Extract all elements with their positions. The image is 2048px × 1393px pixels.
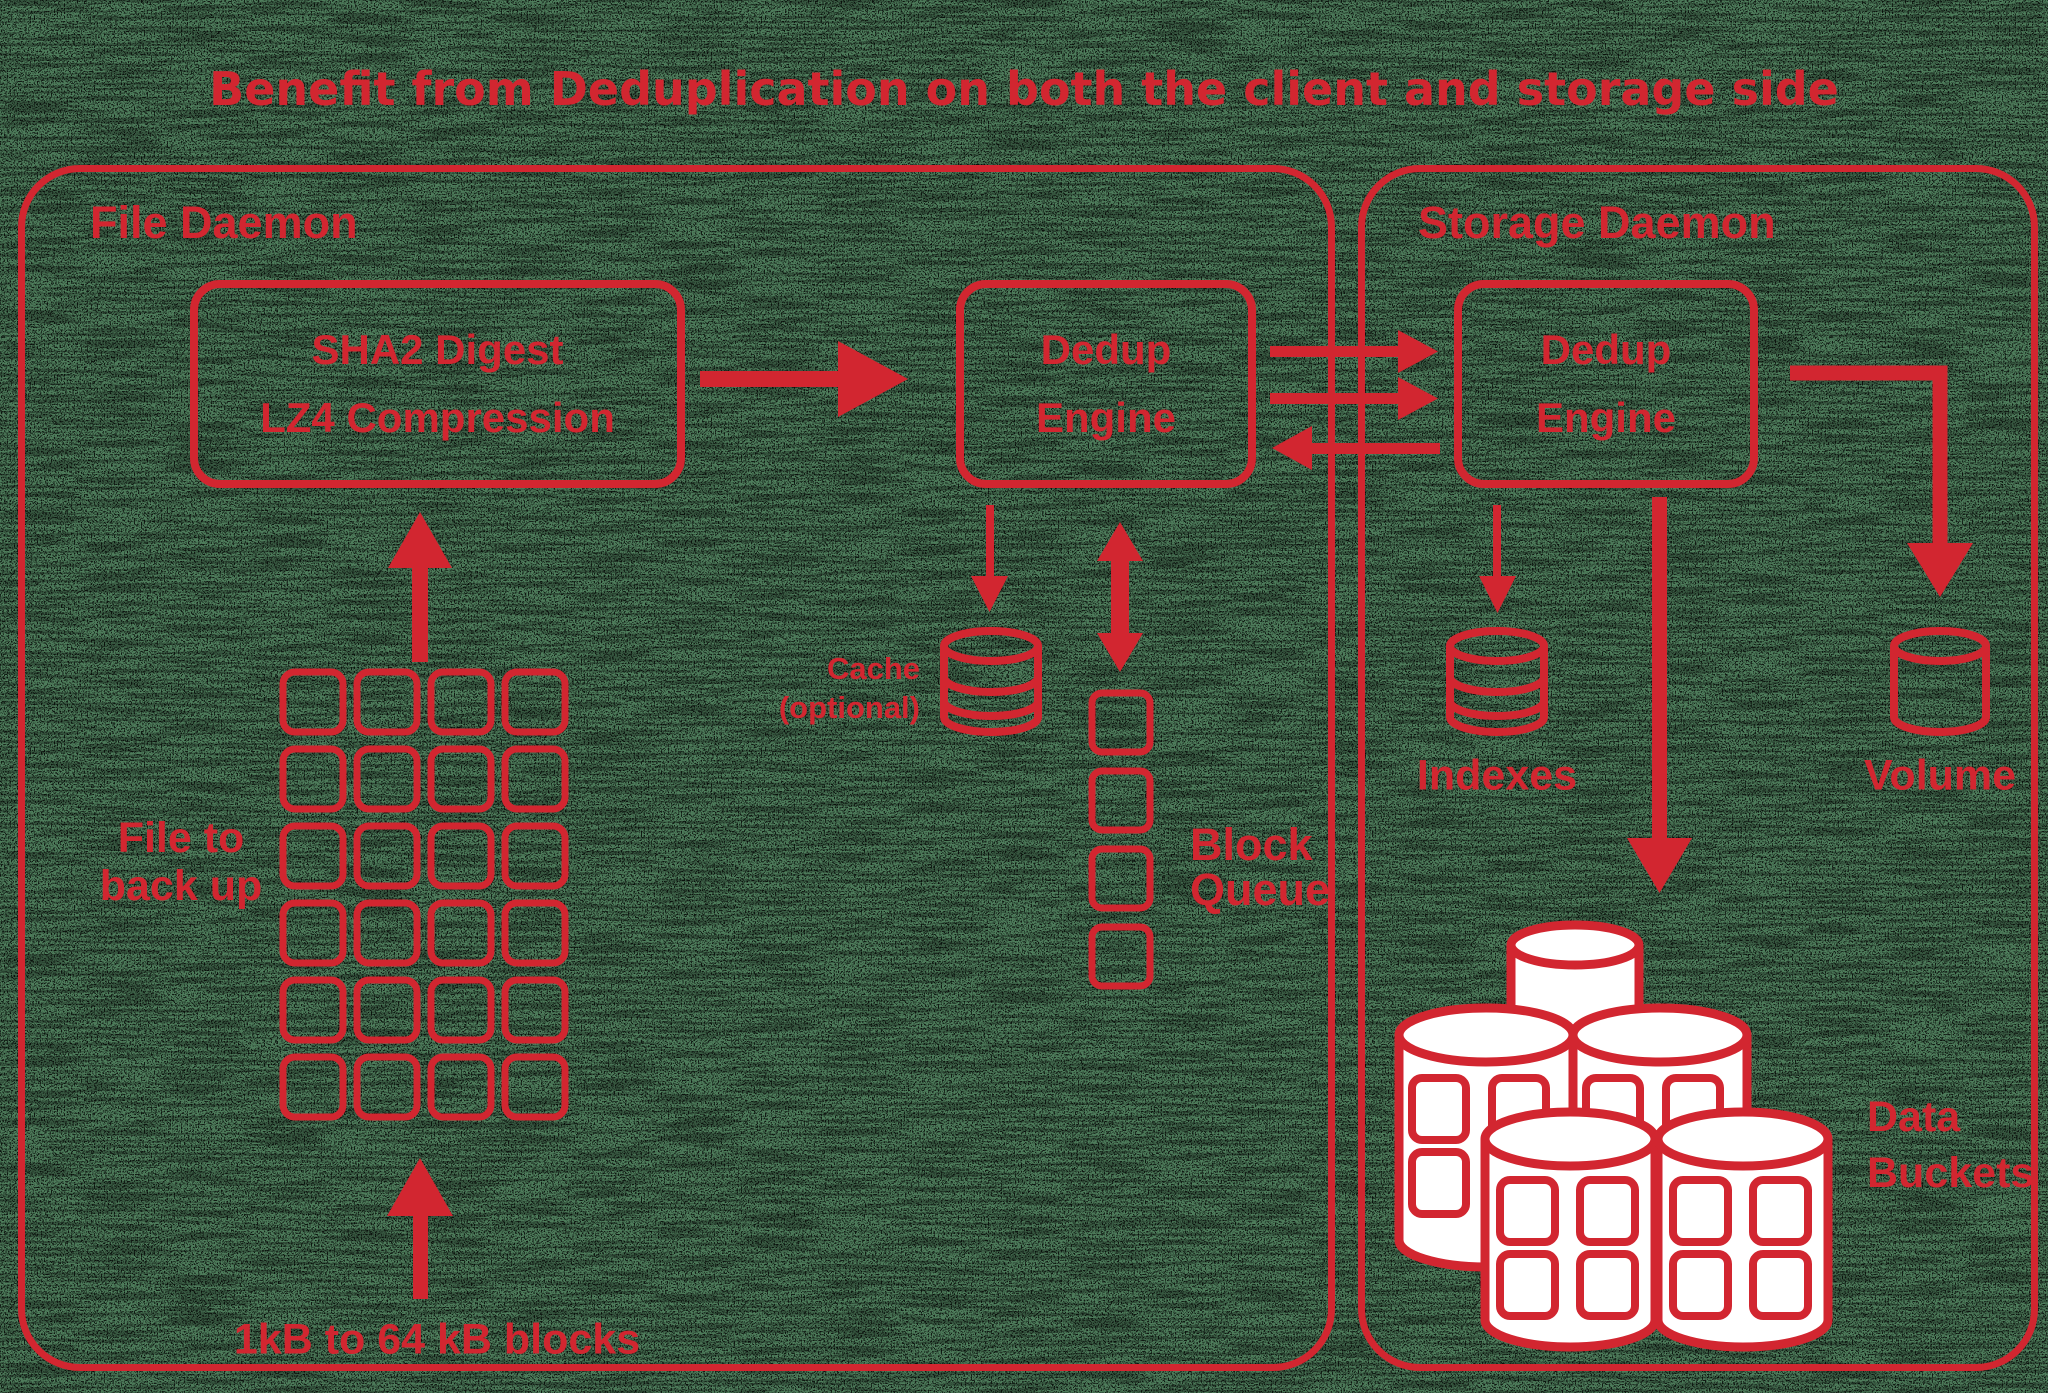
block-queue-label: Block Queue	[1190, 822, 1330, 912]
file-dedup-engine-node: Dedup Engine	[956, 280, 1256, 488]
arrow-dedup-queue-bidirectional-icon	[1097, 522, 1143, 672]
bucket-front-right	[1653, 1107, 1833, 1352]
arrow-grid-to-sha2-icon	[388, 512, 452, 662]
block-cell	[279, 822, 347, 890]
block-cell	[353, 745, 421, 813]
arrow-blocks-input-icon	[387, 1158, 453, 1299]
storage-daemon-label: Storage Daemon	[1418, 197, 1776, 248]
block-cell	[427, 1053, 495, 1121]
file-to-back-up-line2: back up	[99, 862, 263, 910]
block-cell	[279, 668, 347, 736]
queue-cell	[1088, 845, 1154, 912]
file-to-back-up-label: File to back up	[100, 814, 263, 910]
data-buckets-icon	[1394, 920, 1833, 1352]
arrow-fd-to-sd-middle-icon	[1270, 377, 1438, 420]
sha2-lz4-node: SHA2 Digest LZ4 Compression	[190, 280, 685, 488]
indexes-label: Indexes	[1416, 751, 1578, 800]
sha2-node-line1: SHA2 Digest	[311, 326, 564, 373]
data-buckets-label: Data Buckets	[1867, 1089, 2034, 1201]
page-title: Benefit from Deduplication on both the c…	[209, 62, 1839, 116]
storage-dedup-line2: Engine	[1535, 394, 1676, 441]
block-cell	[427, 976, 495, 1044]
block-cell	[353, 822, 421, 890]
indexes-database-icon	[1446, 627, 1548, 736]
block-cell	[279, 976, 347, 1044]
block-queue-label-line1: Block	[1190, 819, 1313, 870]
arrow-sha2-to-dedup-icon	[700, 341, 908, 417]
blocks-size-caption: 1kB to 64 kB blocks	[233, 1315, 641, 1364]
block-cell	[427, 668, 495, 736]
arrow-dedup-to-buckets-icon	[1627, 497, 1692, 893]
file-dedup-line2: Engine	[1035, 394, 1176, 441]
arrow-dedup-to-volume-icon	[1790, 365, 1973, 597]
block-cell	[353, 668, 421, 736]
cache-database-icon	[940, 627, 1042, 736]
block-cell	[501, 822, 569, 890]
file-daemon-label: File Daemon	[90, 197, 358, 248]
queue-cell	[1088, 689, 1154, 756]
queue-cell	[1088, 767, 1154, 834]
volume-cylinder-icon	[1890, 627, 1990, 736]
block-cell	[353, 1053, 421, 1121]
volume-label: Volume	[1863, 751, 2017, 800]
arrow-dedup-to-cache-icon	[971, 505, 1008, 612]
block-queue-icon	[1088, 689, 1154, 990]
file-blocks-grid	[279, 668, 569, 1121]
block-cell	[279, 745, 347, 813]
file-daemon-container	[18, 165, 1335, 1371]
block-queue-label-line2: Queue	[1190, 864, 1331, 915]
block-cell	[501, 1053, 569, 1121]
storage-daemon-container	[1358, 165, 2038, 1371]
file-dedup-line1: Dedup	[1040, 326, 1172, 373]
block-cell	[427, 822, 495, 890]
storage-dedup-engine-node: Dedup Engine	[1454, 280, 1758, 488]
block-cell	[501, 668, 569, 736]
queue-cell	[1088, 923, 1154, 990]
block-cell	[353, 976, 421, 1044]
sha2-node-line2: LZ4 Compression	[260, 394, 615, 441]
block-cell	[353, 899, 421, 967]
block-cell	[427, 899, 495, 967]
block-cell	[279, 1053, 347, 1121]
block-cell	[427, 745, 495, 813]
storage-dedup-line1: Dedup	[1540, 326, 1672, 373]
block-cell	[279, 899, 347, 967]
data-buckets-label-line2: Buckets	[1867, 1149, 2035, 1197]
cache-label: Cache (optional)	[779, 649, 920, 727]
cache-label-line2: (optional)	[778, 690, 920, 725]
file-to-back-up-line1: File to	[117, 814, 245, 862]
cache-label-line1: Cache	[826, 651, 920, 686]
block-cell	[501, 899, 569, 967]
block-cell	[501, 745, 569, 813]
block-cell	[501, 976, 569, 1044]
arrow-dedup-to-indexes-icon	[1479, 505, 1516, 613]
bucket-front-left	[1480, 1107, 1660, 1352]
data-buckets-label-line1: Data	[1867, 1093, 1961, 1141]
arrow-fd-to-sd-top-icon	[1270, 330, 1438, 373]
arrow-sd-to-fd-back-icon	[1272, 426, 1440, 470]
